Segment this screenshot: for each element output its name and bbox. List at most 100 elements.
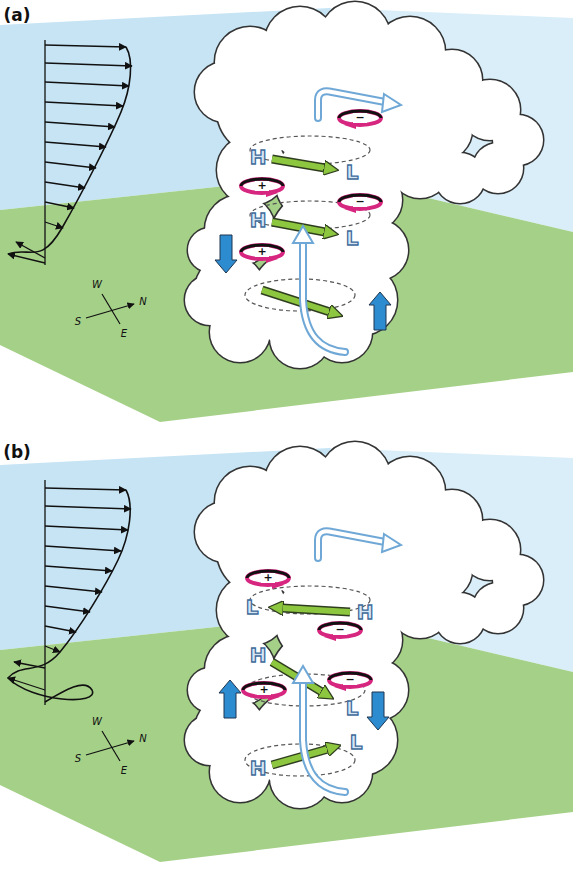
wind-hodograph bbox=[44, 480, 45, 705]
pressure-gradient-arrow bbox=[272, 222, 325, 232]
wind-hodograph bbox=[45, 82, 129, 86]
panel-b bbox=[0, 442, 573, 862]
panel-letter: (b) bbox=[3, 442, 31, 462]
wind-hodograph bbox=[45, 202, 74, 208]
vorticity-disk bbox=[241, 245, 283, 259]
wind-hodograph bbox=[45, 222, 63, 228]
wind-hodograph bbox=[45, 102, 123, 106]
vorticity-disk bbox=[339, 111, 381, 125]
wind-hodograph bbox=[45, 45, 126, 47]
airflow-arrow bbox=[318, 91, 385, 118]
panel-b bbox=[185, 442, 543, 808]
wind-hodograph bbox=[45, 566, 112, 571]
level-ellipse bbox=[245, 136, 370, 776]
vorticity-sign: − bbox=[353, 197, 366, 207]
wind-hodograph bbox=[45, 142, 106, 147]
wind-hodograph bbox=[8, 678, 45, 690]
vorticity-disk bbox=[319, 623, 361, 637]
compass-letter: S bbox=[75, 753, 81, 765]
wind-hodograph bbox=[8, 40, 132, 265]
pressure-label: H bbox=[250, 644, 267, 666]
pressure-gradient-arrow bbox=[272, 749, 328, 765]
wind-hodograph bbox=[45, 606, 90, 612]
pressure-label: L bbox=[346, 227, 359, 249]
airflow-arrow bbox=[382, 94, 401, 112]
vorticity-sign: + bbox=[261, 573, 274, 583]
vorticity-disk bbox=[319, 623, 361, 641]
wind-hodograph bbox=[16, 242, 45, 258]
compass-letter: E bbox=[121, 328, 127, 340]
vorticity-sign: − bbox=[333, 625, 346, 635]
pressure-label: L bbox=[346, 161, 359, 183]
pressure-gradient-arrow bbox=[282, 608, 350, 612]
wind-hodograph bbox=[14, 662, 45, 668]
compass-rose bbox=[86, 741, 134, 755]
pressure-label: L bbox=[350, 731, 363, 753]
wind-hodograph bbox=[45, 626, 76, 632]
wind-hodograph bbox=[8, 480, 131, 705]
wind-hodograph bbox=[45, 63, 132, 66]
wind-hodograph bbox=[45, 586, 102, 592]
pressure-label: L bbox=[246, 596, 259, 618]
vorticity-disk bbox=[243, 683, 285, 697]
pressure-gradient-arrow bbox=[272, 222, 325, 232]
vorticity-disk bbox=[241, 245, 283, 263]
wind-hodograph bbox=[44, 40, 45, 265]
vorticity-disk bbox=[241, 179, 283, 193]
vorticity-disk bbox=[241, 111, 381, 701]
airflow-arrow bbox=[318, 91, 385, 118]
pressure-gradient-arrow bbox=[262, 290, 330, 312]
wind-hodograph bbox=[8, 490, 130, 702]
panel-letter: (a) bbox=[3, 5, 30, 25]
vorticity-sign: + bbox=[255, 181, 268, 191]
wind-hodograph bbox=[45, 646, 60, 652]
compass-letter: W bbox=[92, 279, 102, 291]
compass-rose bbox=[86, 294, 134, 761]
vertical-motion-arrow bbox=[219, 680, 241, 718]
vorticity-sign: + bbox=[257, 685, 270, 695]
airflow-arrow bbox=[303, 242, 345, 352]
airflow-arrow bbox=[303, 682, 345, 792]
pressure-gradient-arrow bbox=[282, 608, 350, 612]
pressure-gradient-arrow bbox=[272, 159, 325, 168]
vorticity-disk bbox=[243, 683, 285, 701]
airflow-arrow bbox=[293, 666, 313, 683]
level-ellipse bbox=[250, 586, 370, 614]
vorticity-sign: − bbox=[343, 675, 356, 685]
wind-hodograph bbox=[45, 488, 126, 490]
vorticity-disk bbox=[241, 179, 283, 197]
wind-hodograph bbox=[45, 526, 128, 530]
pressure-label: H bbox=[250, 209, 267, 231]
level-ellipse bbox=[250, 136, 370, 164]
vertical-motion-arrow bbox=[367, 692, 389, 730]
airflow-arrow bbox=[293, 226, 313, 243]
compass-letter: N bbox=[139, 733, 146, 745]
panel-b bbox=[185, 442, 543, 808]
pressure-label: H bbox=[357, 601, 374, 623]
panel-a bbox=[185, 2, 543, 368]
vorticity-disk bbox=[339, 195, 381, 209]
vorticity-disk bbox=[247, 571, 289, 585]
airflow-arrow bbox=[293, 91, 401, 792]
wind-hodograph bbox=[8, 47, 131, 254]
pressure-gradient-arrow bbox=[272, 749, 328, 765]
vertical-motion-arrow bbox=[215, 235, 237, 273]
wind-hodograph bbox=[8, 254, 45, 263]
compass-letter: N bbox=[139, 296, 146, 308]
airflow-arrow bbox=[303, 682, 345, 792]
wind-hodograph bbox=[45, 162, 96, 168]
vorticity-sign: + bbox=[255, 247, 268, 257]
compass-rose bbox=[86, 304, 134, 318]
panel-a bbox=[0, 2, 573, 422]
compass-letter: E bbox=[121, 765, 127, 777]
pressure-label: H bbox=[250, 757, 267, 779]
vorticity-disk bbox=[339, 111, 381, 129]
vorticity-disk bbox=[339, 195, 381, 213]
wind-hodograph bbox=[45, 182, 85, 188]
compass-letter: W bbox=[92, 716, 102, 728]
airflow-arrow bbox=[318, 531, 385, 558]
wind-hodograph bbox=[45, 546, 121, 551]
airflow-arrow bbox=[303, 242, 345, 352]
